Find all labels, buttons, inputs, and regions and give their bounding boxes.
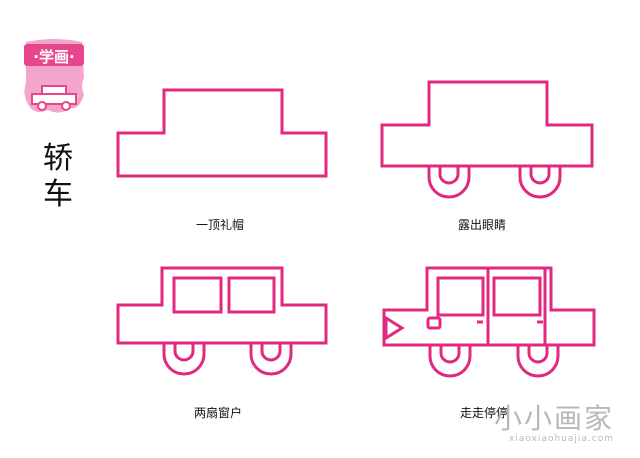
page-title-line-2: 车 bbox=[43, 177, 73, 212]
step-3-front-wheel bbox=[162, 343, 206, 376]
watermark-text: 小小画家 bbox=[493, 402, 614, 435]
step-4-body bbox=[382, 266, 596, 347]
step-2-rear-hub bbox=[529, 166, 551, 185]
step-3-front-hub bbox=[173, 343, 195, 362]
step-2-body bbox=[380, 80, 594, 168]
step-3-window-front bbox=[172, 276, 223, 314]
headlight-icon bbox=[384, 315, 405, 341]
step-4-drawing bbox=[382, 266, 596, 378]
car-icon bbox=[31, 85, 77, 111]
step-3-rear-hub bbox=[260, 343, 282, 362]
step-1-drawing bbox=[116, 88, 328, 178]
watermark-url: xiaoxiaohuajia.com bbox=[509, 434, 614, 444]
watermark: 小小画家 xiaoxiaohuajia.com bbox=[493, 402, 614, 445]
step-4-rear-wheel bbox=[516, 345, 560, 378]
step-1-body bbox=[116, 88, 328, 178]
step-3-body bbox=[116, 266, 328, 345]
step-4-front-hub bbox=[439, 345, 461, 364]
step-3-drawing bbox=[116, 266, 328, 376]
step-4-rear-hub bbox=[527, 345, 549, 364]
learn-to-draw-badge: ·学画· bbox=[20, 38, 88, 116]
step-1-caption: 一顶礼帽 bbox=[196, 218, 245, 232]
page-title-line-1: 轿 bbox=[43, 141, 73, 176]
step-2-caption: 露出眼睛 bbox=[458, 218, 507, 232]
step-2-front-wheel bbox=[427, 166, 471, 199]
step-2-drawing bbox=[380, 80, 594, 199]
step-3-caption: 两扇窗户 bbox=[194, 406, 243, 420]
step-2-rear-wheel bbox=[518, 166, 562, 199]
step-3-rear-wheel bbox=[249, 343, 293, 376]
step-4-handle-front bbox=[426, 316, 442, 330]
step-3-window-rear bbox=[227, 276, 276, 314]
step-4-caption: 走走停停 bbox=[460, 406, 509, 420]
badge-label: ·学画· bbox=[33, 48, 75, 66]
badge-background bbox=[24, 39, 84, 113]
step-2-front-hub bbox=[438, 166, 460, 185]
step-4-window-front bbox=[436, 276, 485, 317]
step-4-front-wheel bbox=[428, 345, 472, 378]
step-4-window-rear bbox=[492, 276, 542, 317]
